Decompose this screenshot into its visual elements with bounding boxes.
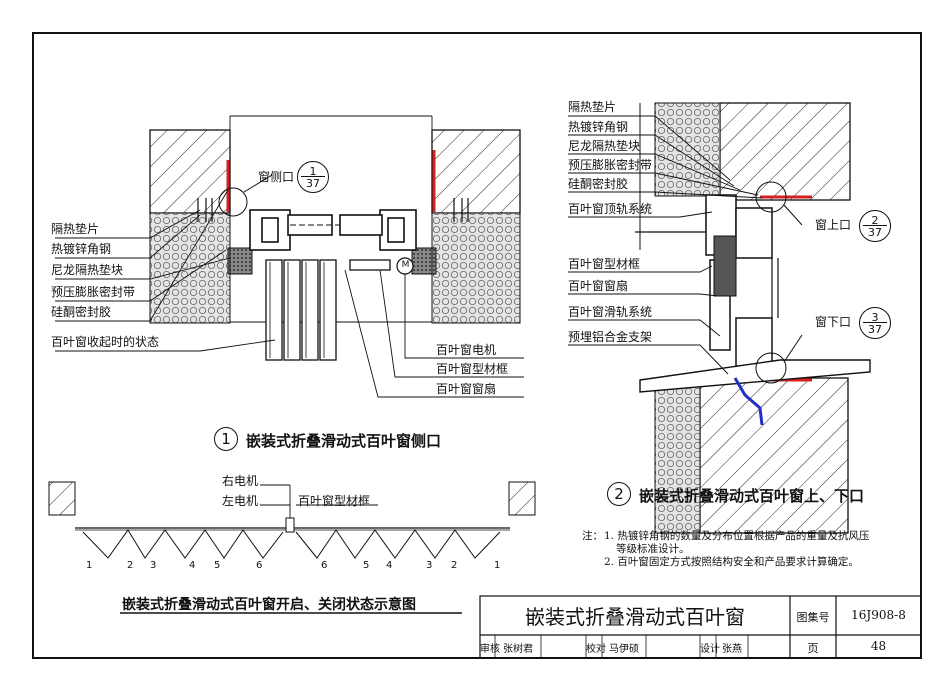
- label-right-motor: 右电机: [222, 474, 259, 488]
- d2-label-sealing-tape: 预压膨胀密封带: [568, 158, 653, 172]
- label-sealing-tape: 预压膨胀密封带: [51, 285, 136, 299]
- detail-reference-2: 2 37: [859, 210, 891, 242]
- panel-number: 6: [321, 560, 328, 571]
- detail-1-title: 嵌装式折叠滑动式百叶窗侧口: [246, 432, 442, 450]
- panel-number: 4: [386, 560, 393, 571]
- detail-2-title: 嵌装式折叠滑动式百叶窗上、下口: [639, 487, 865, 505]
- label-bottom-opening: 窗下口: [815, 315, 852, 329]
- label-side-opening: 窗侧口: [258, 170, 295, 184]
- label-left-motor: 左电机: [222, 494, 259, 508]
- panel-number: 5: [363, 560, 370, 571]
- page-label: 页: [807, 642, 819, 655]
- tb-checker-label: 校对: [586, 644, 606, 655]
- label-nylon-block: 尼龙隔热垫块: [51, 263, 124, 277]
- tb-designer-label: 设计: [700, 644, 720, 655]
- d2-label-galvanized-angle: 热镀锌角钢: [568, 120, 629, 134]
- d2-label-silicone: 硅酮密封胶: [568, 177, 629, 191]
- detail-ref-page: 37: [306, 177, 320, 190]
- d2-label-embedded-bracket: 预埋铝合金支架: [568, 330, 653, 344]
- panel-number: 4: [189, 560, 196, 571]
- detail-reference-1: 1 37: [297, 161, 329, 193]
- right-concrete-wall: [431, 129, 521, 214]
- tb-reviewer-label: 审核: [480, 644, 500, 655]
- label-shutter-sash: 百叶窗窗扇: [436, 382, 497, 396]
- notes-prefix: 注：: [582, 530, 603, 542]
- d2-label-slide-rail: 百叶窗滑轨系统: [568, 305, 653, 319]
- note-line: 2. 百叶窗固定方式按照结构安全和产品要求计算确定。: [604, 556, 859, 568]
- detail-ref-page: 37: [868, 226, 882, 239]
- tb-designer-name: 张燕: [722, 644, 742, 655]
- page-number: 48: [870, 639, 887, 653]
- atlas-label: 图集号: [796, 611, 830, 624]
- d2-label-top-rail: 百叶窗顶轨系统: [568, 202, 653, 216]
- d2-label-shutter-sash: 百叶窗窗扇: [568, 279, 629, 293]
- titleblock-title: 嵌装式折叠滑动式百叶窗: [525, 605, 745, 629]
- label-silicone: 硅酮密封胶: [51, 305, 112, 319]
- detail-ref-page: 37: [868, 323, 882, 336]
- detail-ref-number: 1: [309, 165, 317, 178]
- detail-ref-number: 2: [871, 214, 879, 227]
- panel-number: 1: [494, 560, 501, 571]
- panel-number: 5: [214, 560, 221, 571]
- tb-checker-name: 马伊硕: [609, 644, 639, 655]
- schematic-title: 嵌装式折叠滑动式百叶窗开启、关闭状态示意图: [122, 597, 416, 613]
- label-insulation-pad: 隔热垫片: [51, 222, 100, 236]
- d2-label-insulation-pad: 隔热垫片: [568, 100, 617, 114]
- panel-number: 6: [256, 560, 263, 571]
- left-concrete-wall: [149, 129, 231, 214]
- note-line: 1. 热镀锌角钢的数量及分布位置根据产品的重量及抗风压: [604, 530, 870, 542]
- d2-label-nylon-block: 尼龙隔热垫块: [568, 139, 641, 153]
- detail-reference-3: 3 37: [859, 307, 891, 339]
- atlas-number: 16J908-8: [851, 608, 906, 622]
- label-top-opening: 窗上口: [815, 218, 852, 232]
- d2-label-shutter-frame: 百叶窗型材框: [568, 257, 641, 271]
- label-collapsed-state: 百叶窗收起时的状态: [51, 335, 160, 349]
- panel-number: 3: [150, 560, 157, 571]
- panel-number: 2: [451, 560, 458, 571]
- tb-reviewer-name: 张树君: [503, 644, 533, 655]
- detail-ref-number: 3: [871, 311, 879, 324]
- note-line: 等级标准设计。: [616, 543, 690, 555]
- motor-symbol: M: [401, 260, 410, 270]
- label-schematic-frame: 百叶窗型材框: [298, 494, 371, 508]
- detail-1-number: 1: [214, 427, 238, 451]
- panel-number: 2: [127, 560, 134, 571]
- label-shutter-frame: 百叶窗型材框: [436, 362, 509, 376]
- panel-number: 1: [86, 560, 93, 571]
- detail-2-number: 2: [607, 482, 631, 506]
- panel-number: 3: [426, 560, 433, 571]
- label-galvanized-angle: 热镀锌角钢: [51, 242, 112, 256]
- label-shutter-motor: 百叶窗电机: [436, 343, 497, 357]
